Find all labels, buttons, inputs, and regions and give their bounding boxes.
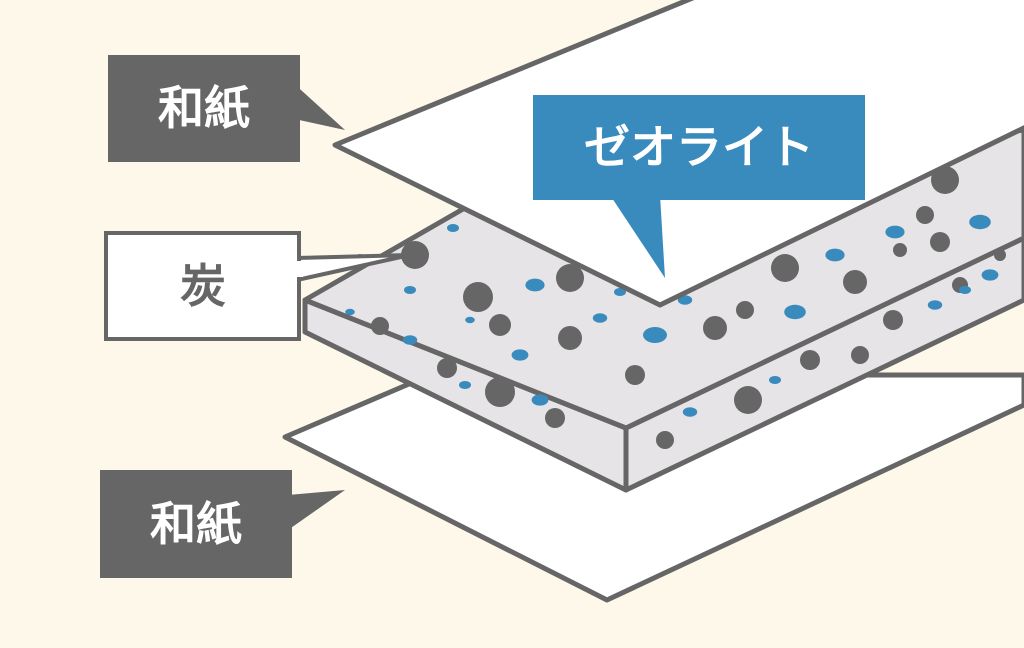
charcoal-particle: [437, 358, 457, 378]
charcoal-particle: [734, 386, 762, 414]
zeolite-particle: [769, 376, 781, 384]
charcoal-particle: [489, 314, 511, 336]
zeolite-particle: [402, 335, 418, 345]
label-charcoal: 炭: [104, 231, 412, 341]
label-zeolite: ゼオライト: [533, 95, 865, 278]
zeolite-particle: [825, 248, 845, 262]
particle-dots: [345, 166, 1006, 449]
charcoal-particle: [843, 270, 867, 294]
label-zeolite-text: ゼオライト: [584, 120, 814, 174]
charcoal-particle: [558, 326, 582, 350]
zeolite-particle: [969, 214, 991, 230]
zeolite-particle: [927, 300, 943, 310]
label-bottom-paper-pointer: [288, 490, 345, 530]
label-bottom-paper: 和紙: [100, 470, 345, 578]
charcoal-particle: [401, 241, 429, 269]
zeolite-particle: [459, 381, 471, 389]
charcoal-particle: [485, 377, 515, 407]
label-top-paper-pointer: [290, 80, 345, 130]
charcoal-particle: [916, 206, 934, 224]
charcoal-particle: [463, 282, 493, 312]
zeolite-particle: [981, 269, 999, 281]
zeolite-particle: [885, 225, 905, 239]
charcoal-particle: [893, 243, 907, 257]
zeolite-particle: [784, 304, 806, 320]
charcoal-particle: [736, 301, 754, 319]
zeolite-particle: [447, 224, 459, 232]
zeolite-particle: [592, 313, 608, 323]
label-charcoal-text: 炭: [180, 259, 226, 313]
bottom-paper-sheet: [282, 372, 1024, 603]
label-bottom-paper-text: 和紙: [150, 497, 242, 551]
zeolite-particle: [677, 295, 693, 305]
charcoal-particle: [625, 365, 645, 385]
charcoal-particle: [994, 249, 1006, 261]
zeolite-particle: [345, 308, 355, 316]
charcoal-particle: [556, 264, 584, 292]
label-zeolite-pointer: [610, 195, 665, 278]
charcoal-particle: [883, 310, 903, 330]
zeolite-particle: [511, 349, 529, 361]
charcoal-particle: [371, 317, 389, 335]
zeolite-particle: [614, 288, 626, 296]
charcoal-particle: [656, 431, 674, 449]
zeolite-particle: [682, 407, 698, 417]
charcoal-particle: [800, 350, 820, 370]
zeolite-particle: [643, 327, 667, 343]
zeolite-particle: [525, 278, 545, 292]
charcoal-particle: [851, 346, 869, 364]
zeolite-particle: [465, 316, 475, 324]
charcoal-particle: [930, 232, 950, 252]
charcoal-particle: [703, 316, 727, 340]
label-top-paper-text: 和紙: [158, 81, 250, 135]
zeolite-particle: [404, 286, 416, 294]
zeolite-particle: [531, 394, 549, 406]
zeolite-particle: [959, 286, 971, 294]
charcoal-particle: [931, 166, 959, 194]
charcoal-particle: [545, 408, 565, 428]
label-top-paper: 和紙: [108, 55, 345, 162]
charcoal-particle: [771, 254, 799, 282]
